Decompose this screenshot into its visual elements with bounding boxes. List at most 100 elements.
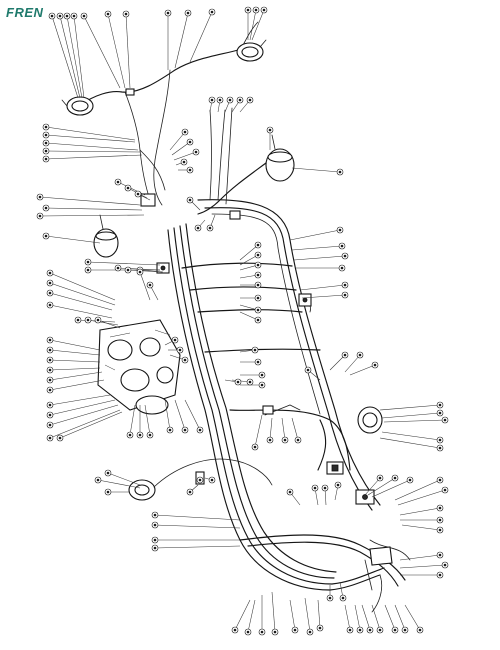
callout-number-mark [443,563,447,567]
callout-number-mark [210,478,214,482]
callout-number-mark [256,308,260,312]
callout-number-mark [48,281,52,285]
callout-number-mark [296,438,300,442]
callout-leader [289,599,296,631]
callout-leader [189,11,213,63]
callout-leader [367,477,396,496]
callout-leader [404,604,421,631]
callout-number-mark [308,630,312,634]
callout-number-mark [86,260,90,264]
callout-leader [234,599,251,631]
callout-leader [45,207,143,211]
callout-leaders [36,6,449,636]
callout-number-mark [153,546,157,550]
callout-number-mark [323,486,327,490]
callout-number-mark [358,628,362,632]
callout-number-mark [256,283,260,287]
callout-leader [49,404,119,426]
callout-number-mark [438,573,442,577]
callout-number-mark [116,180,120,184]
callout-number-mark [82,14,86,18]
callout-leader [269,417,273,441]
callout-leader [344,604,351,631]
reservoir-icon [93,214,119,258]
callout-number-mark [443,418,447,422]
callout-number-mark [358,353,362,357]
callout-number-mark [188,140,192,144]
callout-number-mark [262,8,266,12]
callout-leader [45,235,101,244]
callout-number-mark [48,378,52,382]
callout-leader [399,564,446,569]
callout-leader [169,131,186,151]
callout-leader [291,417,299,441]
callout-leader [317,599,321,629]
main-pipe-bundle [167,199,411,613]
callout-leader [174,399,186,431]
callout-number-mark [438,528,442,532]
callout-leader [271,591,276,633]
callout-number-mark [153,513,157,517]
valve-icon [262,405,274,415]
callout-leader [144,404,151,436]
callout-number-mark [48,291,52,295]
callout-number-mark [341,596,345,600]
callout-number-mark [340,244,344,248]
callout-number-mark [256,273,260,277]
callout-leader [73,15,85,99]
callout-leader [39,196,141,206]
callout-number-mark [48,413,52,417]
callout-number-mark [48,388,52,392]
callout-number-mark [48,403,52,407]
callout-number-mark [44,125,48,129]
callout-number-mark [183,358,187,362]
callout-number-mark [256,360,260,364]
callout-number-mark [418,628,422,632]
callout-leader [66,15,83,99]
callout-leader [49,304,113,319]
callout-leader [301,294,346,299]
callout-number-mark [438,478,442,482]
brake-chamber-icon [357,406,383,434]
callout-number-mark [378,476,382,480]
callout-leader [239,254,259,266]
callout-number-mark [306,368,310,372]
callout-leader [249,9,257,41]
callout-number-mark [438,553,442,557]
callout-number-mark [96,478,100,482]
callout-leader [247,599,256,633]
callout-number-mark [328,596,332,600]
callout-leader [97,479,141,489]
callout-number-mark [348,628,352,632]
callout-number-mark [403,628,407,632]
callout-number-mark [246,630,250,634]
callout-number-mark [378,628,382,632]
callout-number-mark [38,195,42,199]
callout-number-mark [260,630,264,634]
callout-number-mark [168,428,172,432]
callout-leader [164,399,171,431]
callout-number-mark [438,518,442,522]
callout-number-mark [166,11,170,15]
callout-number-mark [72,14,76,18]
callout-number-mark [106,12,110,16]
callout-number-mark [153,523,157,527]
callout-number-mark [86,318,90,322]
callout-number-mark [438,438,442,442]
callout-number-mark [194,150,198,154]
callout-number-mark [86,268,90,272]
callout-number-mark [268,438,272,442]
callout-number-mark [44,149,48,153]
callout-leader [49,272,116,301]
callout-leader [49,371,103,381]
compressor-icon [97,319,181,415]
callout-number-mark [50,14,54,18]
callout-number-mark [44,157,48,161]
callout-number-mark [256,253,260,257]
callout-leader [399,554,441,561]
callout-leader [97,319,121,329]
valve-icon [156,262,170,274]
callout-number-mark [236,380,240,384]
valve-icon [369,546,393,566]
callout-leader [401,524,441,531]
